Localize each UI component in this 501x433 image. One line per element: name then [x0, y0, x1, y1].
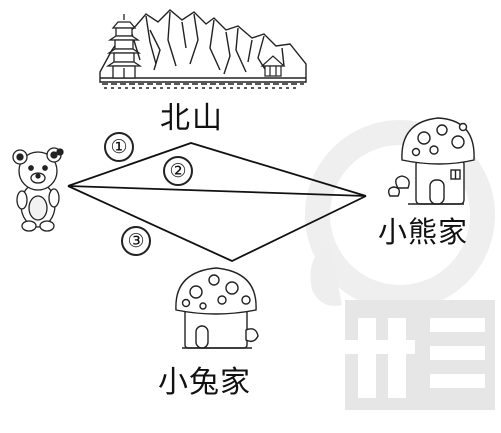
bear-home-label: 小熊家	[378, 215, 469, 249]
routes	[67, 142, 367, 262]
route-2-marker: ②	[163, 156, 193, 186]
north-mountain-label: 北山	[160, 101, 224, 136]
route-1-path	[67, 142, 367, 197]
rabbit-home-label: 小兔家	[158, 365, 251, 400]
bear-cub-icon	[12, 147, 64, 232]
pavilion-icon	[260, 55, 286, 77]
route-1-marker: ①	[104, 132, 134, 162]
mushroom-house-icon	[175, 267, 259, 349]
watermark-logo	[305, 120, 495, 410]
pagoda-icon	[105, 14, 143, 79]
route-3-path	[67, 185, 367, 262]
mushroom-house-icon	[387, 117, 475, 205]
route-3-marker: ③	[121, 226, 151, 256]
route-2-path	[67, 185, 367, 197]
